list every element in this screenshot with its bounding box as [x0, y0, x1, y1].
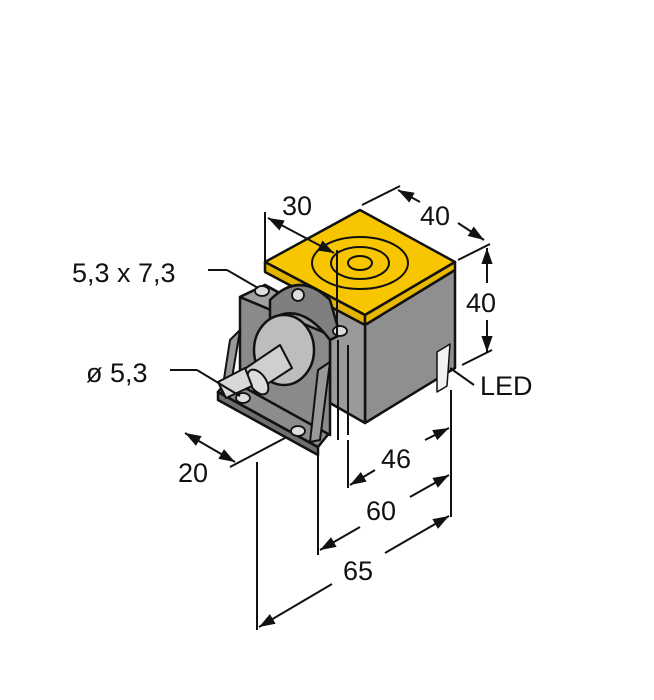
dim-20-label: 20 — [178, 458, 208, 488]
led-label: LED — [480, 371, 533, 401]
sensing-face-edge-right — [363, 260, 457, 327]
dim-46-label: 46 — [381, 444, 411, 474]
dim-60-label: 60 — [366, 496, 396, 526]
shaft-tip — [217, 367, 253, 399]
dim-65-label: 65 — [343, 556, 373, 586]
led-window — [436, 343, 451, 393]
slot-dimension-label: 5,3 x 7,3 — [72, 258, 176, 288]
hole-diameter-label: ø 5,3 — [86, 358, 148, 388]
bracket-fin-right — [309, 361, 331, 443]
dim-40-height-label: 40 — [466, 288, 496, 318]
dim-30-label: 30 — [282, 191, 312, 221]
sensing-target-icon — [311, 236, 409, 290]
dimension-lines — [170, 185, 493, 630]
dim-40-depth-label: 40 — [420, 201, 450, 231]
